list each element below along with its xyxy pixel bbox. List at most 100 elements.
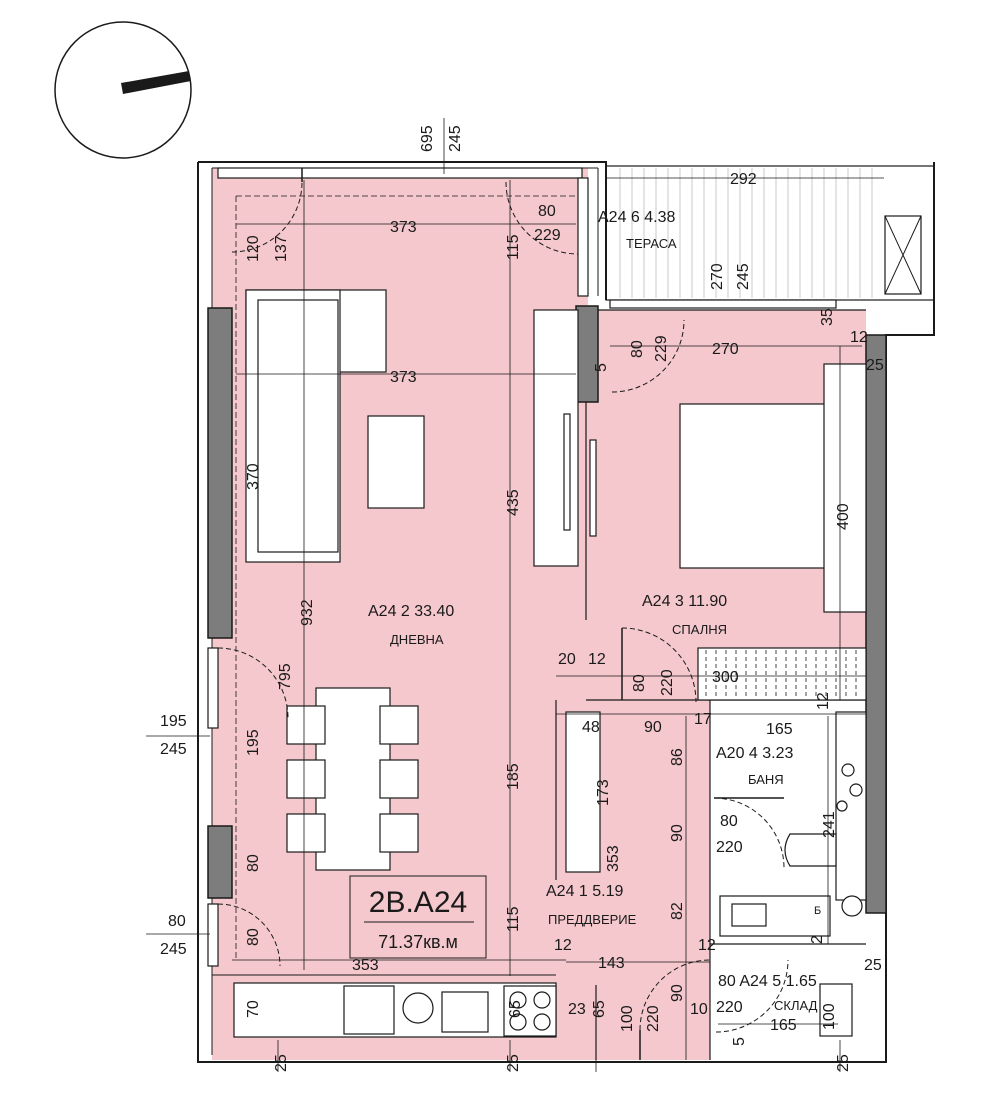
dim-label: 245 xyxy=(160,941,187,958)
dim-label: 80 xyxy=(168,913,186,930)
dim-label: 270 xyxy=(709,263,726,290)
terrace xyxy=(605,165,935,301)
dim-label: 115 xyxy=(505,906,522,932)
hall-label: A24 1 5.19 xyxy=(546,883,624,900)
dim-label: 120 xyxy=(245,235,262,262)
burner xyxy=(509,991,527,1009)
dim-label: 400 xyxy=(835,503,852,530)
dim-label: 137 xyxy=(273,235,290,262)
bath-name: БАНЯ xyxy=(748,772,784,787)
dim-label: 220 xyxy=(716,999,743,1016)
dim-label: 435 xyxy=(505,489,522,516)
storage-name: СКЛАД xyxy=(774,998,818,1013)
bedroom-wall-panel xyxy=(589,439,597,537)
dim-label: 5 xyxy=(731,1037,748,1046)
dim-label: 12 xyxy=(588,651,606,668)
living-label: A24 2 33.40 xyxy=(368,603,454,620)
door-swing-bedroom xyxy=(621,627,697,703)
door-swing-window-1 xyxy=(217,647,289,719)
dim-label: 80 xyxy=(245,854,262,872)
dim-label: 932 xyxy=(299,599,316,626)
dim-label: 17 xyxy=(694,711,712,728)
dim-label: 353 xyxy=(352,957,379,974)
dim-label: 220 xyxy=(645,1005,662,1032)
dim-label: 82 xyxy=(669,902,686,920)
burner xyxy=(533,1013,551,1031)
washbasin-mark: Б xyxy=(814,905,821,917)
door-swing-terrace xyxy=(505,181,579,255)
burner xyxy=(509,1013,527,1031)
living-name: ДНЕВНА xyxy=(390,632,444,647)
dim-label: 90 xyxy=(644,719,662,736)
dim-label: 195 xyxy=(245,729,262,756)
chair xyxy=(286,759,326,799)
hall-name: ПРЕДДВЕРИЕ xyxy=(548,912,637,927)
dim-label: 195 xyxy=(160,713,187,730)
dim-label: 90 xyxy=(669,824,686,842)
dim-label: 173 xyxy=(595,779,612,806)
hall-cabinet xyxy=(565,711,601,873)
dim-label: 25 xyxy=(864,957,882,974)
dim-label: 165 xyxy=(770,1017,797,1034)
west-wall-pier xyxy=(207,825,233,899)
apartment-code: 2B.A24 xyxy=(369,886,467,919)
dim-label: 370 xyxy=(245,463,262,490)
terrace-column xyxy=(575,305,599,403)
dim-label: 115 xyxy=(505,234,522,260)
apartment-label-frame xyxy=(349,875,487,959)
dim-label: 241 xyxy=(821,811,838,838)
room-labels: A24 6 4.38 ТЕРАСА A24 2 33.40 ДНЕВНА A24… xyxy=(368,209,818,1013)
dim-label: 143 xyxy=(598,955,625,972)
dim-label: 245 xyxy=(447,125,464,152)
dim-label: 12 xyxy=(698,937,716,954)
compass xyxy=(54,21,192,159)
window-west-1 xyxy=(207,647,219,729)
bath-label: A20 4 3.23 xyxy=(716,745,794,762)
dim-label: 65 xyxy=(591,1000,608,1018)
bath-valve-icon xyxy=(836,800,848,812)
storage-shelf xyxy=(819,983,853,1037)
dim-label: 80 xyxy=(720,813,738,830)
dim-label: 23 xyxy=(568,1001,586,1018)
dim-label: 353 xyxy=(605,845,622,872)
dim-label: 70 xyxy=(245,1000,262,1018)
dim-label: 373 xyxy=(390,369,417,386)
dim-label: 292 xyxy=(730,171,757,188)
kitchen-counter xyxy=(233,982,557,1038)
burner xyxy=(533,991,551,1009)
dim-label: 185 xyxy=(505,763,522,790)
dim-label: 25 xyxy=(273,1054,290,1072)
terrace-label: A24 6 4.38 xyxy=(598,209,676,226)
dim-label: 100 xyxy=(821,1003,838,1030)
dim-label: 12 xyxy=(815,692,832,710)
dishwasher xyxy=(441,991,489,1033)
door-swing-storage xyxy=(715,959,789,1033)
window-terrace-door xyxy=(577,177,589,297)
tv-unit xyxy=(533,309,579,567)
drain-cross-b xyxy=(884,215,922,295)
terrace-name: ТЕРАСА xyxy=(626,236,677,251)
chair xyxy=(379,705,419,745)
dim-label: 90 xyxy=(669,984,686,1002)
east-wall-column xyxy=(865,334,887,914)
terrace-hatch xyxy=(619,168,873,298)
chair xyxy=(286,705,326,745)
door-leaves xyxy=(301,168,784,1060)
dim-label: 5 xyxy=(593,363,610,372)
apartment-area: 71.37кв.м xyxy=(378,932,458,952)
door-swing-entry xyxy=(639,959,711,1031)
dimension-labels: 695 245 292 373 373 80 229 120 137 115 2… xyxy=(160,125,884,1072)
dim-label: 270 xyxy=(712,341,739,358)
dim-label: 795 xyxy=(277,663,294,690)
window-bedroom-north xyxy=(609,299,837,309)
dim-label: 25 xyxy=(505,1054,522,1072)
dim-label: 220 xyxy=(716,839,743,856)
chair xyxy=(379,759,419,799)
dim-label: 100 xyxy=(619,1005,636,1032)
dim-label: 12 xyxy=(850,329,868,346)
north-arrow-icon xyxy=(121,71,191,94)
chair xyxy=(379,813,419,853)
door-swing-window-2 xyxy=(217,903,281,967)
dining-table xyxy=(315,687,391,871)
